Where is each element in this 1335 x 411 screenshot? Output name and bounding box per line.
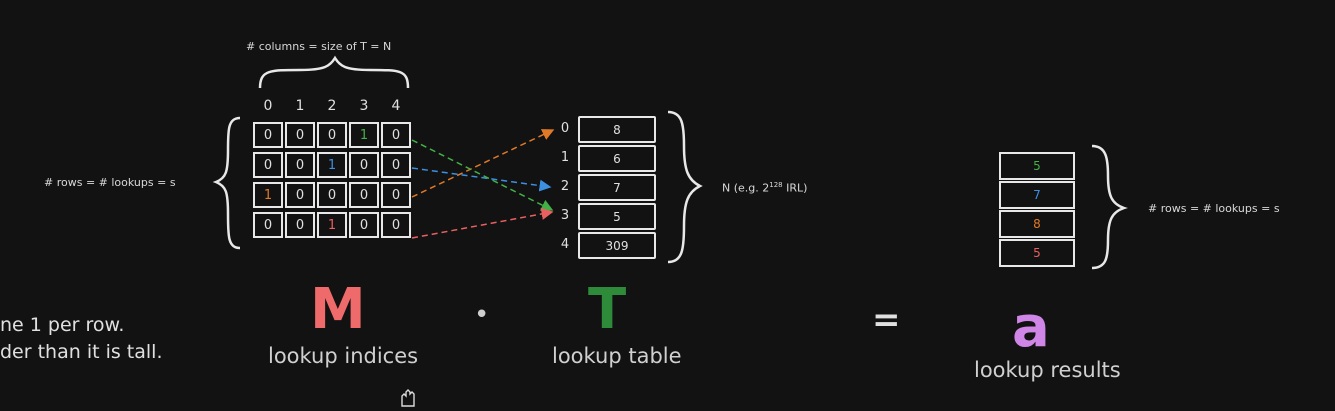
result-cell: 5: [999, 239, 1075, 267]
matrix-col-index: 1: [295, 98, 305, 114]
arrow-row1-green: [411, 139, 554, 211]
table-size-exponent: 128: [769, 181, 783, 189]
matrix-letter-M: M: [310, 277, 366, 342]
table-cell: 7: [578, 174, 656, 201]
table-cell: 6: [578, 145, 656, 172]
equals-operator: =: [872, 300, 901, 340]
matrix-cell: 0: [349, 212, 379, 238]
matrix-cell: 0: [349, 182, 379, 208]
arrow-row3-orange: [411, 129, 555, 198]
table-index: 2: [560, 179, 570, 194]
result-cell: 8: [999, 210, 1075, 238]
matrix-cell: 0: [381, 152, 411, 178]
results-brace: [1091, 144, 1128, 270]
top-brace: [258, 55, 410, 89]
table-size-label: N (e.g. 2128 IRL): [722, 181, 807, 195]
table-cell: 5: [578, 203, 656, 230]
arrow-row2-blue: [411, 167, 552, 192]
matrix-cell: 0: [317, 182, 347, 208]
result-cell: 5: [999, 152, 1075, 180]
table-letter-T: T: [588, 277, 627, 342]
matrix-cell: 0: [285, 152, 315, 178]
matrix-cell: 0: [253, 122, 283, 148]
matrix-cell: 0: [253, 152, 283, 178]
table-size-prefix: N (e.g. 2: [722, 181, 770, 195]
matrix-caption: lookup indices: [268, 344, 419, 368]
hand-cursor-icon: [401, 389, 415, 407]
matrix-col-index: 2: [327, 98, 337, 114]
results-caption: lookup results: [974, 358, 1121, 382]
matrix-cell: 0: [381, 122, 411, 148]
matrix-columns-label: # columns = size of T = N: [246, 40, 392, 53]
table-caption: lookup table: [552, 344, 682, 368]
matrix-col-index: 0: [263, 98, 273, 114]
matrix-cell: 0: [285, 212, 315, 238]
matrix-col-index: 4: [391, 98, 401, 114]
table-size-suffix: IRL): [782, 181, 808, 195]
arrow-row4-red: [411, 208, 554, 239]
table-index: 4: [560, 237, 570, 252]
dot-operator: •: [474, 300, 490, 330]
result-cell: 7: [999, 181, 1075, 209]
matrix-cell: 0: [285, 122, 315, 148]
matrix-cell: 1: [349, 122, 379, 148]
matrix-cell: 0: [285, 182, 315, 208]
matrix-cell: 0: [253, 212, 283, 238]
table-index: 1: [560, 150, 570, 165]
results-letter-a: a: [1012, 295, 1050, 360]
side-text-line-2: der than it is tall.: [0, 341, 163, 363]
matrix-cell: 1: [253, 182, 283, 208]
matrix-cell: 0: [381, 182, 411, 208]
table-cell: 8: [578, 116, 656, 143]
matrix-cell: 1: [317, 212, 347, 238]
table-index: 0: [560, 121, 570, 136]
table-cell: 309: [578, 232, 656, 259]
matrix-cell: 1: [317, 152, 347, 178]
left-brace: [212, 116, 241, 250]
matrix-cell: 0: [317, 122, 347, 148]
matrix-rows-label: # rows = # lookups = s: [44, 176, 176, 189]
side-text-line-1: ne 1 per row.: [0, 314, 125, 336]
matrix-cell: 0: [349, 152, 379, 178]
table-index: 3: [560, 208, 570, 223]
matrix-col-index: 3: [359, 98, 369, 114]
table-brace: [667, 110, 703, 264]
matrix-cell: 0: [381, 212, 411, 238]
results-rows-label: # rows = # lookups = s: [1148, 202, 1280, 215]
